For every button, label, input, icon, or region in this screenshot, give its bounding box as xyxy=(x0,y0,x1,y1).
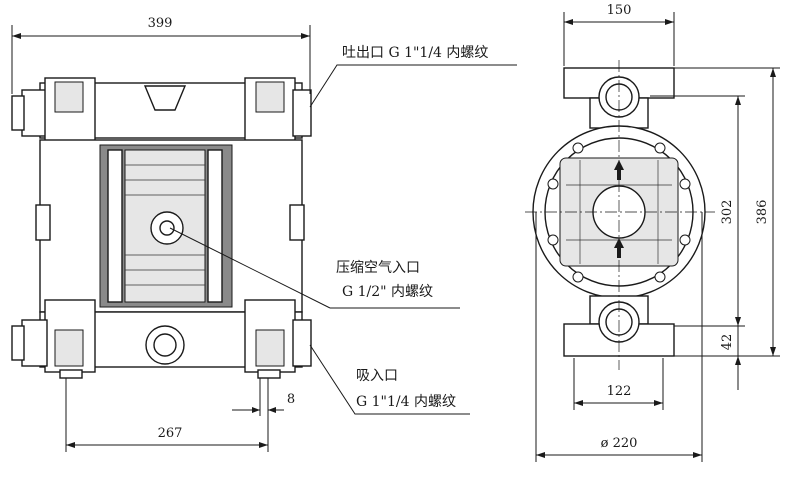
inlet-left-thread xyxy=(11,325,25,361)
body-right-lug xyxy=(289,204,305,241)
inlet-port-bore xyxy=(153,333,177,357)
left-rib xyxy=(107,149,123,303)
front-view xyxy=(11,77,312,379)
dim-399: 399 xyxy=(148,16,173,31)
dim-122: 122 xyxy=(607,384,632,399)
dim-220: ø 220 xyxy=(601,436,638,451)
inlet-right-stub xyxy=(292,319,312,367)
front-dimensions: 399 267 8 xyxy=(11,16,311,452)
side-view xyxy=(525,60,715,370)
bolts xyxy=(547,142,691,283)
air-inlet-label-1: 压缩空气入口 xyxy=(336,260,420,276)
right-rib xyxy=(207,149,223,303)
top-right-clamp-inner xyxy=(255,81,285,113)
dim-302: 302 xyxy=(720,200,735,225)
outlet-left-thread xyxy=(11,95,25,131)
outlet-label: 吐出口 G 1"1/4 内螺纹 xyxy=(342,45,488,61)
callouts: 吐出口 G 1"1/4 内螺纹 压缩空气入口 G 1/2" 内螺纹 吸入口 G … xyxy=(169,45,517,415)
top-left-clamp-inner xyxy=(54,81,84,113)
grille-lines xyxy=(125,164,205,286)
inlet-left-stub xyxy=(21,319,48,367)
bottom-left-clamp-inner xyxy=(54,329,84,367)
outlet-right-stub xyxy=(292,89,312,137)
right-foot xyxy=(257,369,281,379)
bottom-right-clamp-inner xyxy=(255,329,285,367)
body-left-lug xyxy=(35,204,51,241)
side-dimensions: 150 122 ø 220 302 386 42 xyxy=(535,3,780,462)
dim-8: 8 xyxy=(287,392,295,407)
top-outlet-hub xyxy=(143,85,187,111)
air-inlet-port xyxy=(159,220,175,236)
dim-386: 386 xyxy=(755,200,770,225)
left-foot xyxy=(59,369,83,379)
dim-267: 267 xyxy=(158,426,183,441)
dim-150: 150 xyxy=(607,3,632,18)
air-inlet-label-2: G 1/2" 内螺纹 xyxy=(342,284,433,300)
suction-label-2: G 1"1/4 内螺纹 xyxy=(356,394,456,410)
suction-label-1: 吸入口 xyxy=(356,368,398,384)
dim-42: 42 xyxy=(720,334,735,351)
outlet-left-stub xyxy=(21,89,48,137)
